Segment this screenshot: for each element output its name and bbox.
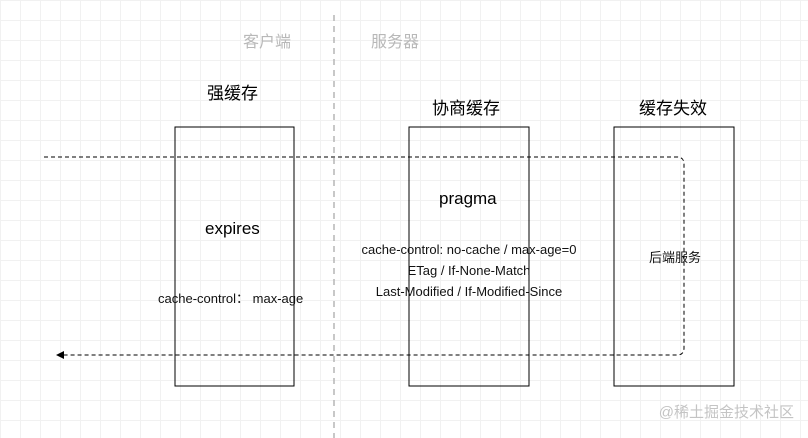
negotiate-detail-line: ETag / If-None-Match: [407, 263, 531, 278]
client-side-label: 客户端: [243, 34, 292, 51]
backend-service-label: 后端服务: [649, 250, 702, 265]
negotiate-detail-line: cache-control: no-cache / max-age=0: [361, 242, 577, 257]
cache-invalid-title: 缓存失效: [639, 99, 707, 118]
cache-invalid-box: [613, 126, 735, 387]
request-flow-line: [44, 156, 685, 359]
expires-label: expires: [205, 219, 260, 238]
server-side-label: 服务器: [371, 34, 420, 51]
negotiate-cache-box: [408, 126, 530, 387]
pragma-label: pragma: [439, 189, 497, 208]
watermark: @稀土掘金技术社区: [658, 404, 794, 421]
strong-cache-title: 强缓存: [207, 84, 258, 103]
negotiate-detail-line: Last-Modified / If-Modified-Since: [375, 284, 563, 299]
negotiate-cache-title: 协商缓存: [432, 99, 500, 118]
strong-cache-box: [174, 126, 295, 387]
strong-cache-detail: cache-control： max-age: [158, 291, 304, 306]
